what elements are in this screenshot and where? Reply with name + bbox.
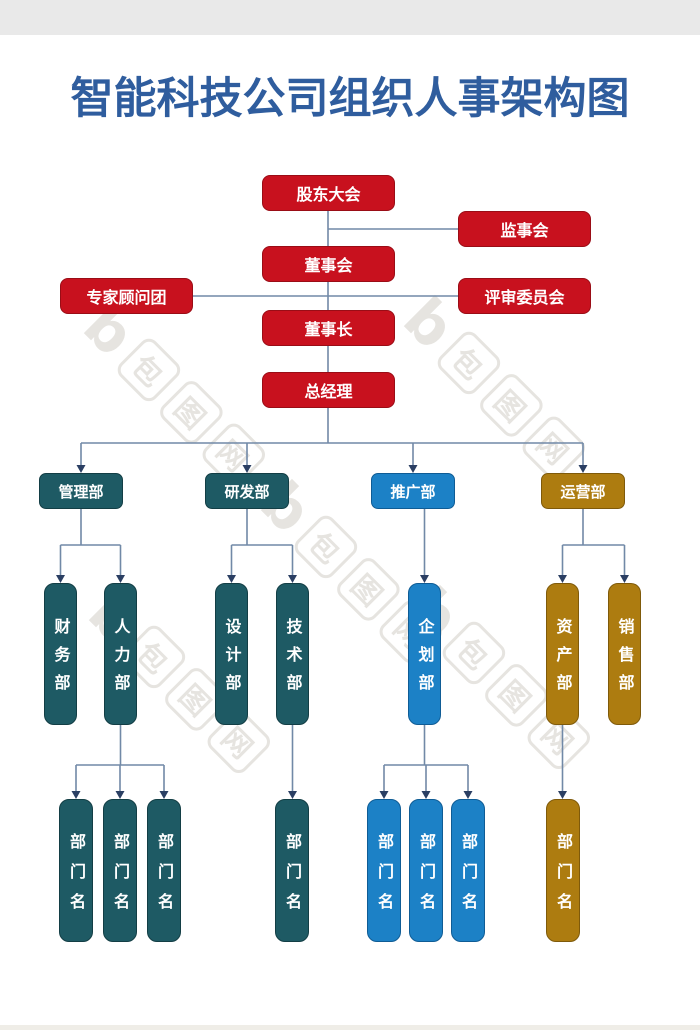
watermark-char: 包 bbox=[113, 334, 184, 405]
watermark-char: 图 bbox=[480, 659, 552, 731]
watermark-char: 图 bbox=[332, 553, 404, 625]
top-border-band bbox=[0, 0, 700, 35]
node-chairman: 董事长 bbox=[262, 310, 395, 346]
node-generic-dept-5: 部门名 bbox=[367, 799, 401, 942]
watermark-char: 图 bbox=[475, 369, 547, 441]
node-generic-dept-2: 部门名 bbox=[103, 799, 137, 942]
node-promotion-dept: 推广部 bbox=[371, 473, 455, 509]
node-planning-dept: 企划部 bbox=[408, 583, 441, 725]
watermark-char: 包 bbox=[438, 617, 509, 688]
node-review-committee: 评审委员会 bbox=[458, 278, 591, 314]
watermark-char: 图 bbox=[155, 376, 227, 448]
node-generic-dept-7: 部门名 bbox=[451, 799, 485, 942]
node-supervisory-board: 监事会 bbox=[458, 211, 591, 247]
arrowheads bbox=[56, 465, 629, 799]
node-rd-dept: 研发部 bbox=[205, 473, 289, 509]
node-finance-dept: 财务部 bbox=[44, 583, 77, 725]
node-expert-advisory-group: 专家顾问团 bbox=[60, 278, 193, 314]
watermark-logo: b bbox=[390, 284, 468, 362]
watermark-char: 包 bbox=[433, 327, 504, 398]
page-title: 智能科技公司组织人事架构图 bbox=[70, 74, 630, 124]
node-shareholders-meeting: 股东大会 bbox=[262, 175, 395, 211]
watermark: b 包 图 网 bbox=[70, 291, 272, 493]
node-admin-dept: 管理部 bbox=[39, 473, 123, 509]
watermark: b 包 图 网 bbox=[390, 284, 592, 486]
bottom-border-band bbox=[0, 1025, 700, 1030]
node-general-manager: 总经理 bbox=[262, 372, 395, 408]
node-generic-dept-3: 部门名 bbox=[147, 799, 181, 942]
node-generic-dept-1: 部门名 bbox=[59, 799, 93, 942]
node-hr-dept: 人力部 bbox=[104, 583, 137, 725]
node-sales-dept: 销售部 bbox=[608, 583, 641, 725]
node-board-of-directors: 董事会 bbox=[262, 246, 395, 282]
node-asset-dept: 资产部 bbox=[546, 583, 579, 725]
node-tech-dept: 技术部 bbox=[276, 583, 309, 725]
watermark-char: 包 bbox=[290, 511, 361, 582]
node-design-dept: 设计部 bbox=[215, 583, 248, 725]
node-operations-dept: 运营部 bbox=[541, 473, 625, 509]
node-generic-dept-4: 部门名 bbox=[275, 799, 309, 942]
node-generic-dept-8: 部门名 bbox=[546, 799, 580, 942]
node-generic-dept-6: 部门名 bbox=[409, 799, 443, 942]
